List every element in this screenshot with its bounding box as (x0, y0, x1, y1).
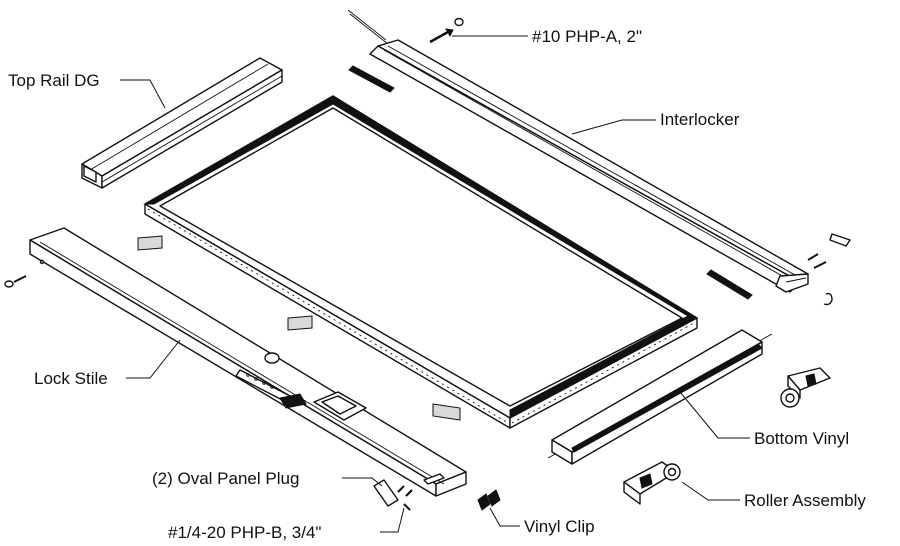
labels: #10 PHP-A, 2" Top Rail DG Interlocker Lo… (8, 27, 866, 542)
lock-stile-screw (4, 275, 27, 288)
label-interlocker: Interlocker (660, 110, 740, 129)
label-bottom-vinyl: Bottom Vinyl (754, 429, 849, 448)
label-vinyl-clip: Vinyl Clip (524, 517, 595, 536)
interlocker-part (347, 9, 809, 293)
label-oval-panel-plug: (2) Oval Panel Plug (152, 469, 299, 488)
oval-panel-plugs (373, 479, 399, 507)
lock-stile-part (29, 227, 467, 497)
label-lock-stile: Lock Stile (34, 369, 108, 388)
interlocker-screws (807, 233, 851, 306)
label-screw-quarter-20-php-b: #1/4-20 PHP-B, 3/4" (168, 523, 321, 542)
label-roller-assembly: Roller Assembly (744, 491, 866, 510)
bottom-screws (397, 485, 413, 511)
label-top-rail-dg: Top Rail DG (8, 71, 100, 90)
label-screw-10-php-a: #10 PHP-A, 2" (532, 27, 642, 46)
roller-assembly-bottom (623, 461, 681, 505)
top-rail-part (81, 57, 283, 189)
interlocker-gasket-strips (348, 65, 753, 300)
vinyl-clip-part (477, 489, 501, 511)
glass-panel (143, 95, 699, 429)
setting-blocks (137, 235, 461, 421)
screw-10-php-a (429, 17, 464, 44)
leader-lines (120, 35, 750, 533)
roller-assembly-top (780, 367, 831, 408)
bottom-vinyl-part (547, 329, 773, 465)
